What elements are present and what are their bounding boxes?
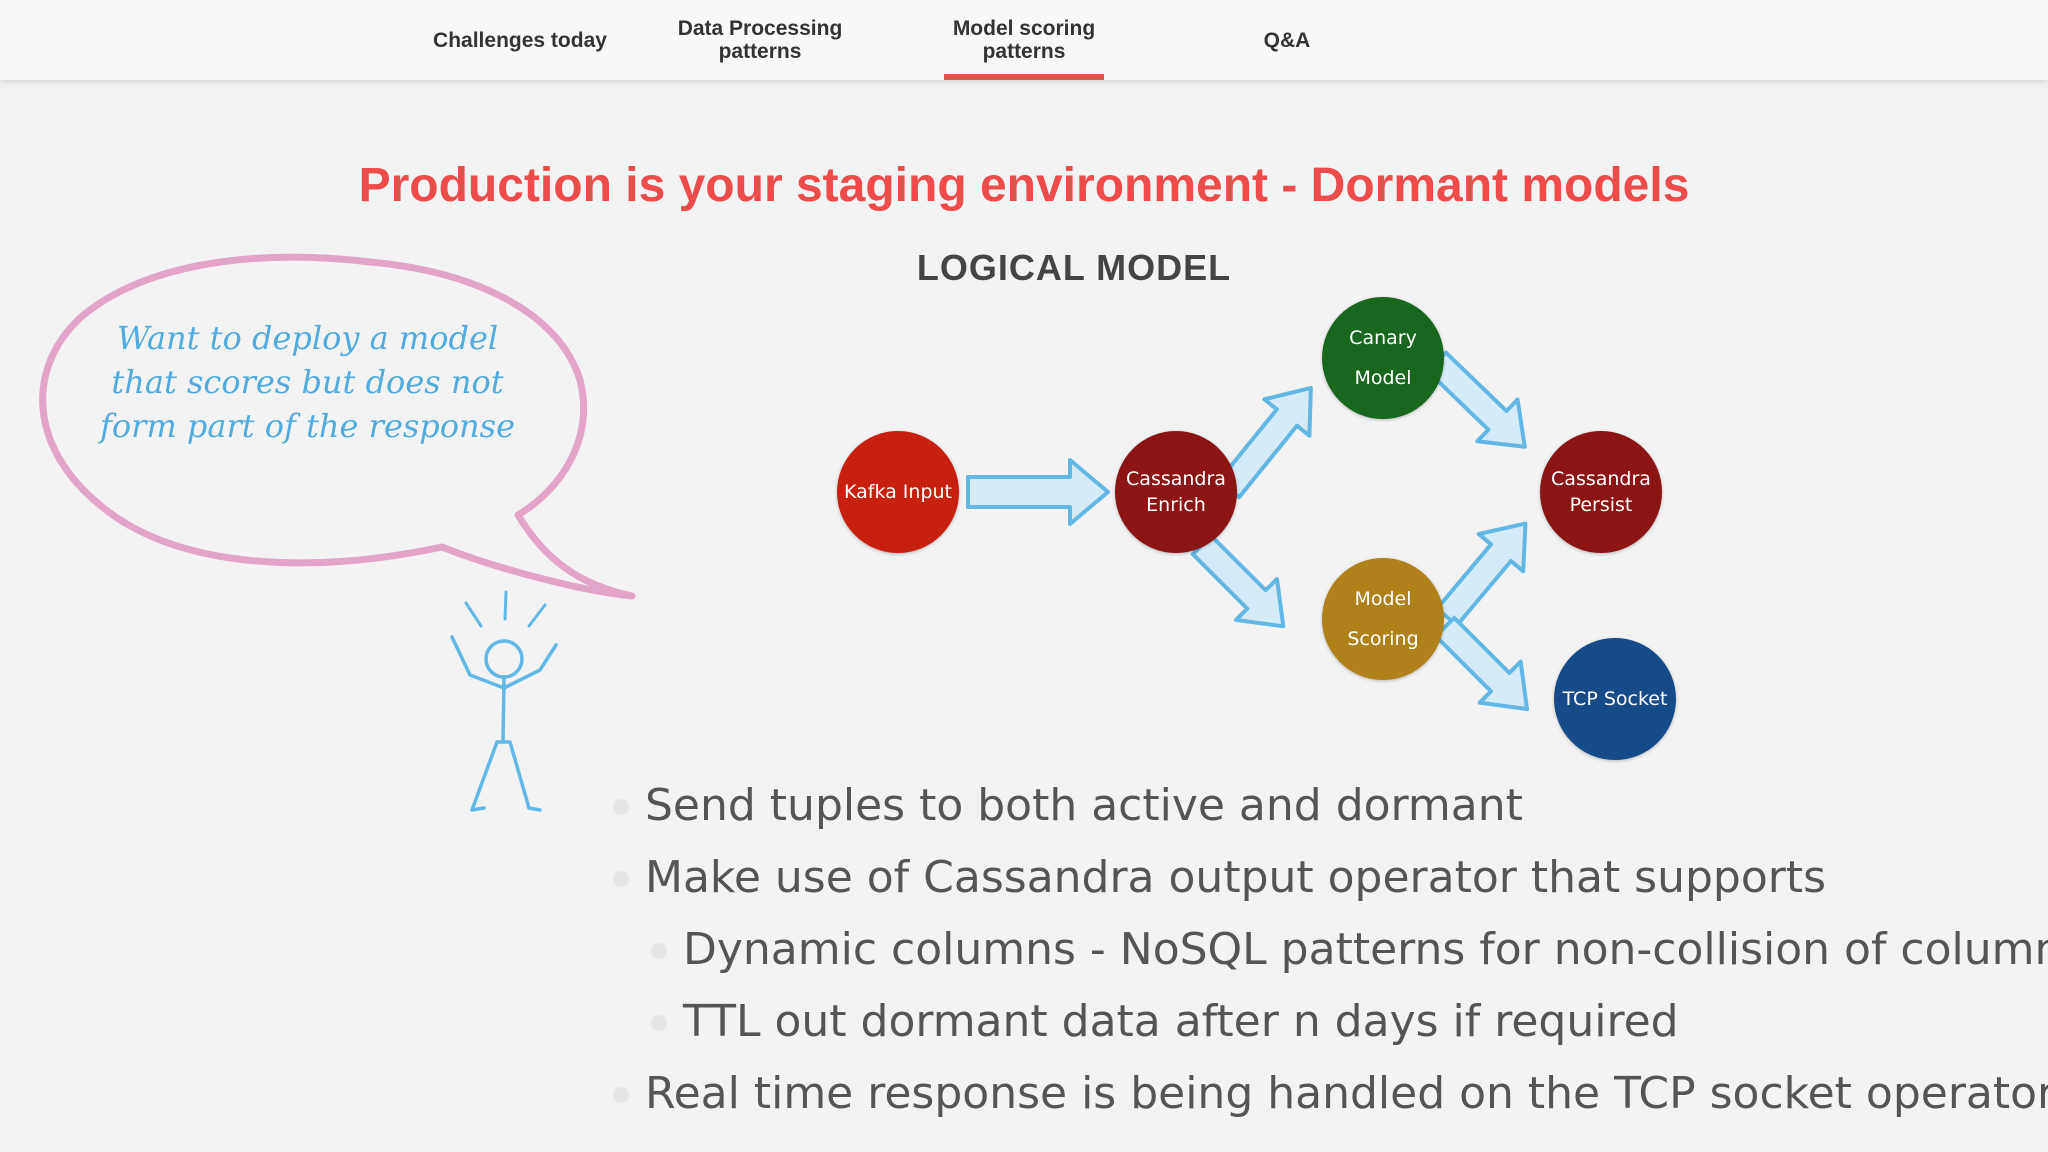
stick-figure-icon — [450, 635, 558, 812]
node-cassandra-persist: Cassandra Persist — [1540, 431, 1662, 553]
tab-challenges-today[interactable]: Challenges today — [400, 0, 640, 80]
node-cassandra-enrich: Cassandra Enrich — [1115, 431, 1237, 553]
bullet-item: Real time response is being handled on t… — [605, 1058, 2048, 1130]
bullet-item: Make use of Cassandra output operator th… — [605, 842, 2005, 914]
bullet-text: Make use of Cassandra output operator th… — [645, 852, 1827, 903]
tab-qa[interactable]: Q&A — [1187, 0, 1387, 80]
node-label: Model Scoring — [1347, 588, 1419, 650]
bullet-dot — [613, 799, 629, 815]
bullet-text: Real time response is being handled on t… — [645, 1068, 2048, 1119]
slide-title: Production is your staging environment -… — [358, 159, 1690, 212]
bullet-dot — [613, 871, 629, 887]
tab-label: Model scoring patterns — [952, 17, 1096, 63]
bullet-dot — [651, 1015, 667, 1031]
node-label: Cassandra Enrich — [1126, 468, 1226, 516]
tab-data-processing-patterns[interactable]: Data Processing patterns — [640, 0, 880, 80]
bullet-list: Send tuples to both active and dormant M… — [605, 770, 2048, 1130]
node-kafka-input: Kafka Input — [837, 431, 959, 553]
node-tcp-socket: TCP Socket — [1554, 638, 1676, 760]
arrow-scoring-to-tcp — [1433, 615, 1530, 712]
bullet-item-sub: TTL out dormant data after n days if req… — [605, 986, 2005, 1058]
tab-model-scoring-patterns[interactable]: Model scoring patterns — [944, 0, 1104, 80]
speech-bubble — [39, 253, 636, 600]
diagram-title: LOGICAL MODEL — [916, 247, 1232, 288]
bullet-text: TTL out dormant data after n days if req… — [683, 996, 1679, 1047]
arrow-kafka-to-enrich — [966, 458, 1110, 526]
bullet-item-sub: Dynamic columns - NoSQL patterns for non… — [605, 914, 2048, 986]
tab-label: Q&A — [1263, 28, 1311, 52]
bullet-item: Send tuples to both active and dormant — [605, 770, 2005, 842]
tab-label: Challenges today — [433, 28, 607, 52]
node-label: Cassandra Persist — [1551, 468, 1651, 516]
node-model-scoring: Model Scoring — [1322, 558, 1444, 680]
node-canary-model: Canary Model — [1322, 297, 1444, 419]
arrow-enrich-to-canary — [1216, 385, 1313, 500]
bullet-dot — [613, 1087, 629, 1103]
tab-label: Data Processing patterns — [677, 17, 843, 63]
top-navigation: Challenges today Data Processing pattern… — [0, 0, 2048, 80]
node-label: Kafka Input — [843, 481, 952, 503]
excitement-marks — [464, 590, 547, 628]
node-label: TCP Socket — [1562, 688, 1668, 710]
arrow-scoring-to-persist — [1435, 521, 1528, 628]
speech-bubble-text: Want to deploy a model that scores but d… — [99, 319, 516, 445]
bullet-text: Dynamic columns - NoSQL patterns for non… — [683, 924, 2048, 975]
arrow-enrich-to-scoring — [1190, 533, 1286, 629]
node-label: Canary Model — [1349, 327, 1417, 389]
diagram-arrows — [966, 350, 1530, 712]
bullet-dot — [651, 943, 667, 959]
bullet-text: Send tuples to both active and dormant — [645, 780, 1523, 831]
